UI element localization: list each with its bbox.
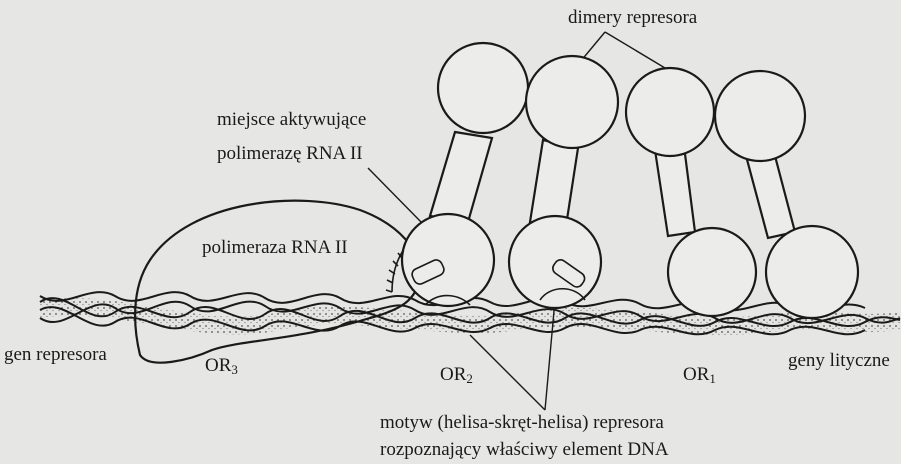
or2-label: OR2 (440, 365, 473, 384)
repressor-dimers (402, 43, 858, 318)
or1-label-sub: 1 (709, 371, 716, 386)
dimers-label: dimery represora (568, 8, 697, 27)
motif-label-line1: motyw (helisa-skręt-helisa) represora (380, 413, 664, 432)
activating-site-label-line2: polimerazę RNA II (217, 144, 363, 163)
or3-label: OR3 (205, 356, 238, 375)
or3-label-sub: 3 (231, 362, 238, 377)
activating-site-label-line1: miejsce aktywujące (217, 110, 366, 129)
polymerase-label: polimeraza RNA II (202, 238, 348, 257)
motif-label-line2: rozpoznający właściwy element DNA (380, 440, 669, 459)
or1-label: OR1 (683, 365, 716, 384)
rna-polymerase-shape (135, 201, 420, 363)
or2-label-main: OR (440, 364, 466, 385)
or2-label-sub: 2 (466, 371, 473, 386)
repressor-gene-label: gen represora (4, 345, 107, 364)
repressor-dimer-or1 (626, 68, 858, 318)
or1-label-main: OR (683, 364, 709, 385)
lytic-genes-label: geny lityczne (788, 351, 890, 370)
or3-label-main: OR (205, 355, 231, 376)
